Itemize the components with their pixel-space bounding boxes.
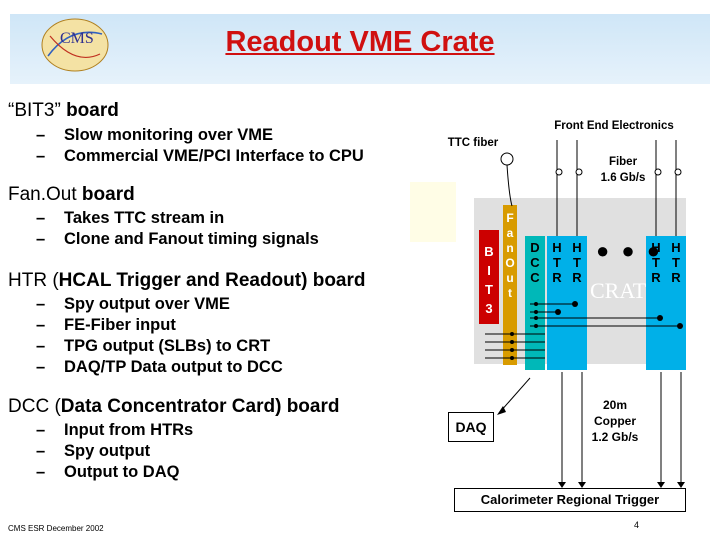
list-item: Spy output over VME bbox=[8, 294, 428, 315]
fanout-letter: O bbox=[505, 256, 515, 270]
section-title-bold: HCAL Trigger and Readout) board bbox=[58, 270, 366, 291]
fanout-letter: t bbox=[508, 286, 512, 300]
arrow-down-icon bbox=[677, 482, 685, 488]
daq-box: DAQ bbox=[448, 412, 494, 442]
bit3-letter: B bbox=[484, 244, 494, 259]
section-htr: HTR (HCAL Trigger and Readout) board Spy… bbox=[8, 270, 428, 378]
more-cards-ellipsis: ● ● ● bbox=[596, 238, 664, 263]
fanout-letter: F bbox=[506, 211, 514, 225]
list-item: Clone and Fanout timing signals bbox=[8, 229, 428, 250]
bus-junction-dots bbox=[510, 301, 683, 360]
fanout-letter: n bbox=[506, 241, 514, 255]
daq-arrow-icon bbox=[497, 406, 506, 415]
front-end-label: Front End Electronics bbox=[554, 120, 674, 132]
list-item: FE-Fiber input bbox=[8, 315, 428, 336]
htr-letter: T bbox=[672, 255, 680, 270]
htr-letter: H bbox=[552, 240, 562, 255]
fanout-letter: a bbox=[506, 226, 514, 240]
page-number: 4 bbox=[634, 520, 640, 530]
list-item: Output to DAQ bbox=[8, 462, 428, 483]
ttc-source-block bbox=[410, 182, 456, 242]
slide-title: Readout VME Crate bbox=[225, 26, 495, 58]
bit3-letter: T bbox=[485, 282, 493, 297]
copper-label: 20m bbox=[602, 398, 628, 412]
title-bar bbox=[10, 14, 710, 84]
htr-letter: T bbox=[573, 255, 581, 270]
dcc-letter: D bbox=[530, 240, 540, 255]
section-fanout: Fan.Out board Takes TTC stream in Clone … bbox=[8, 184, 428, 250]
ttc-fiber-line bbox=[506, 164, 513, 207]
htr-letter: H bbox=[651, 240, 661, 255]
bit3-card: B I T 3 bbox=[479, 230, 499, 324]
bit3-letter: 3 bbox=[485, 301, 493, 316]
list-item: Commercial VME/PCI Interface to CPU bbox=[8, 146, 428, 167]
ttc-fiber-label: TTC fiber bbox=[447, 137, 499, 149]
htr-card: H T R bbox=[547, 236, 567, 370]
dcc-letter: C bbox=[530, 270, 540, 285]
data-bus bbox=[485, 303, 680, 359]
htr-letter: R bbox=[552, 270, 562, 285]
list-item: Spy output bbox=[8, 441, 428, 462]
copper-type-label: Copper bbox=[594, 414, 636, 428]
arrow-down-icon bbox=[558, 482, 566, 488]
fiber-connectors bbox=[555, 140, 682, 236]
htr-letter: R bbox=[572, 270, 582, 285]
htr-card: H T R bbox=[666, 236, 686, 370]
fanout-card: F a n O u t bbox=[503, 205, 517, 365]
section-title-prefix: HTR ( bbox=[8, 270, 59, 291]
htr-letter: T bbox=[652, 255, 660, 270]
list-item: Slow monitoring over VME bbox=[8, 125, 428, 146]
section-dcc: DCC (Data Concentrator Card) board Input… bbox=[8, 396, 428, 483]
dcc-letter: C bbox=[530, 255, 540, 270]
section-title-prefix: DCC ( bbox=[8, 396, 61, 417]
section-title-bold: Data Concentrator Card) board bbox=[60, 396, 340, 417]
ttc-connector-icon bbox=[500, 152, 514, 166]
list-item: Takes TTC stream in bbox=[8, 208, 428, 229]
section-title-bold: board bbox=[66, 100, 119, 121]
footer-text: CMS ESR December 2002 bbox=[8, 524, 104, 533]
section-title-prefix: Fan.Out bbox=[8, 184, 82, 205]
arrow-down-icon bbox=[578, 482, 586, 488]
section-bit3: “BIT3” board Slow monitoring over VME Co… bbox=[8, 100, 428, 167]
cms-logo: CMS bbox=[41, 18, 109, 72]
fanout-letter: u bbox=[506, 271, 514, 285]
list-item: TPG output (SLBs) to CRT bbox=[8, 336, 428, 357]
htr-letter: R bbox=[671, 270, 681, 285]
fiber-rate-label: 1.6 Gb/s bbox=[600, 172, 646, 184]
bit3-letter: I bbox=[487, 263, 491, 278]
section-title-bold: board bbox=[81, 184, 135, 205]
htr-letter: H bbox=[572, 240, 582, 255]
htr-letter: H bbox=[671, 240, 681, 255]
section-title-prefix: “BIT3” bbox=[8, 100, 67, 121]
htr-letter: T bbox=[553, 255, 561, 270]
regional-trigger-box: Calorimeter Regional Trigger bbox=[454, 488, 686, 512]
htr-letter: R bbox=[651, 270, 661, 285]
list-item: DAQ/TP Data output to DCC bbox=[8, 357, 428, 378]
htr-card: H T R bbox=[646, 236, 666, 370]
arrow-down-icon bbox=[657, 482, 665, 488]
list-item: Input from HTRs bbox=[8, 420, 428, 441]
logo-text: CMS bbox=[60, 30, 94, 47]
fiber-label: Fiber bbox=[608, 156, 638, 168]
copper-rate-label: 1.2 Gb/s bbox=[591, 430, 639, 444]
